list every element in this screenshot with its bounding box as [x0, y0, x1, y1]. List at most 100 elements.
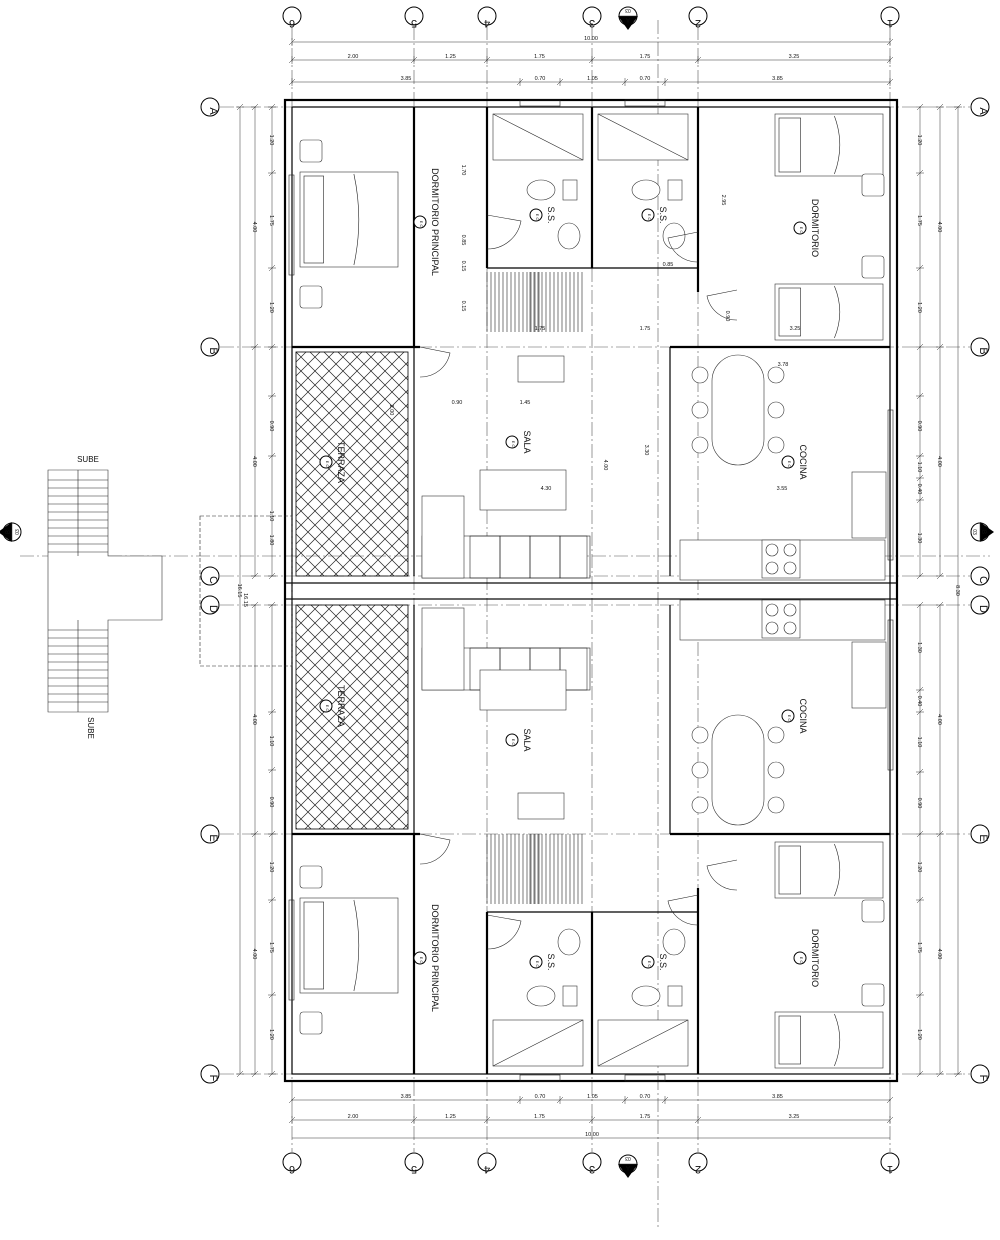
interior-dim: 2.00	[388, 405, 394, 416]
room-label-ss: S.S.	[658, 206, 668, 223]
window	[519, 99, 561, 107]
axis-label: 4	[484, 1163, 490, 1175]
section-marker: B03	[970, 522, 994, 542]
sofa-corner	[421, 607, 465, 691]
floor-level-marker	[793, 221, 807, 235]
axis-label: 5	[411, 17, 417, 29]
axis-label: 4	[484, 17, 490, 29]
stair-label: SUBE	[86, 717, 95, 739]
dim-text: 2.00	[348, 1114, 359, 1120]
floor-level-marker	[793, 951, 807, 965]
floor-level-text: E C	[647, 214, 652, 221]
door-swing	[667, 894, 699, 926]
dim-text: 1.75	[640, 54, 651, 60]
dim-text: 8.30	[954, 585, 960, 596]
blanket-fold	[834, 285, 841, 339]
dim-text: 1.75	[916, 942, 922, 953]
dim-text: 1.05	[587, 1094, 598, 1100]
dim-text: 1.10	[916, 737, 922, 748]
dim-text: 0.40	[916, 484, 922, 495]
chair	[767, 796, 785, 814]
shower-diag	[492, 1019, 584, 1067]
floor-level-text: E C	[787, 461, 792, 468]
section-sheet: 03	[625, 7, 631, 13]
dim-text: 1.10	[916, 462, 922, 473]
axis-label: A	[977, 107, 989, 115]
floor-level-marker	[641, 955, 655, 969]
axis-bubble	[582, 6, 602, 26]
chair	[767, 761, 785, 779]
terrace-bottom	[295, 604, 409, 830]
toilet-tank	[667, 179, 683, 201]
pillow	[778, 1015, 801, 1065]
sofa-cushion	[559, 647, 591, 691]
section-marker: A03	[618, 6, 638, 30]
dim-text: 3.25	[789, 1114, 800, 1120]
blanket-fold	[353, 899, 360, 992]
axis-bubble	[582, 1152, 602, 1172]
interior-dim: 0.85	[460, 235, 466, 246]
dim-text: 1.25	[445, 1114, 456, 1120]
toilet	[631, 985, 661, 1007]
floor-level-marker	[641, 208, 655, 222]
dim-text: 1.75	[268, 942, 274, 953]
exterior-stair	[47, 469, 163, 713]
room-label-dorm_principal: DORMITORIO PRINCIPAL	[430, 168, 440, 276]
floor-level-marker	[781, 709, 795, 723]
section-sheet: 03	[971, 529, 977, 535]
section-sheet: 03	[15, 529, 21, 535]
axis-bubble	[688, 1152, 708, 1172]
dim-text: 0.90	[268, 797, 274, 808]
floor-level-marker	[781, 455, 795, 469]
sink	[662, 222, 686, 250]
dim-text: 3.85	[772, 1094, 783, 1100]
chair	[767, 726, 785, 744]
interior-dim: 1.75	[535, 326, 546, 332]
floor-level-text: E C	[419, 221, 424, 228]
axis-label: 1	[887, 17, 893, 29]
bed-principal-bottom	[299, 897, 399, 994]
chair	[691, 796, 709, 814]
chair	[691, 436, 709, 454]
axis-bubble	[200, 595, 220, 615]
window	[624, 99, 666, 107]
axis-bubble	[404, 1152, 424, 1172]
floor-level-text: E C	[799, 957, 804, 964]
toilet	[526, 985, 556, 1007]
dim-text: 1.30	[916, 642, 922, 653]
floor-level-text: E C	[325, 705, 330, 712]
dim-text: 1.10	[268, 511, 274, 522]
floor-level-marker	[505, 435, 519, 449]
section-marker: A03	[618, 1154, 638, 1178]
burner	[765, 543, 779, 557]
axis-label: C	[207, 576, 219, 584]
dim-text: 4.00	[936, 949, 942, 960]
interior-dim: 3.78	[778, 362, 789, 368]
toilet	[526, 179, 556, 201]
blanket-fold	[834, 115, 841, 175]
interior-dim: 1.45	[520, 400, 531, 406]
pillow	[778, 117, 801, 173]
axis-bubble	[200, 97, 220, 117]
dim-text: 0.90	[916, 798, 922, 809]
dim-text: 1.75	[534, 54, 545, 60]
floor-level-marker	[319, 455, 333, 469]
dim-text: 1.05	[587, 76, 598, 82]
burner	[765, 621, 779, 635]
section-letter: B	[980, 530, 986, 534]
axis-bubble	[688, 6, 708, 26]
dim-text: 1.75	[916, 215, 922, 226]
terrace-top	[295, 351, 409, 577]
axis-label: B	[207, 347, 219, 354]
section-sheet: 03	[625, 1155, 631, 1161]
nightstand	[299, 1011, 323, 1035]
room-label-ss: S.S.	[546, 206, 556, 223]
door-swing	[706, 289, 738, 321]
pillow	[303, 901, 324, 990]
dim-text: 1.20	[268, 302, 274, 313]
dim-text: 1.20	[916, 135, 922, 146]
bed-dorm-top-2	[774, 283, 884, 341]
